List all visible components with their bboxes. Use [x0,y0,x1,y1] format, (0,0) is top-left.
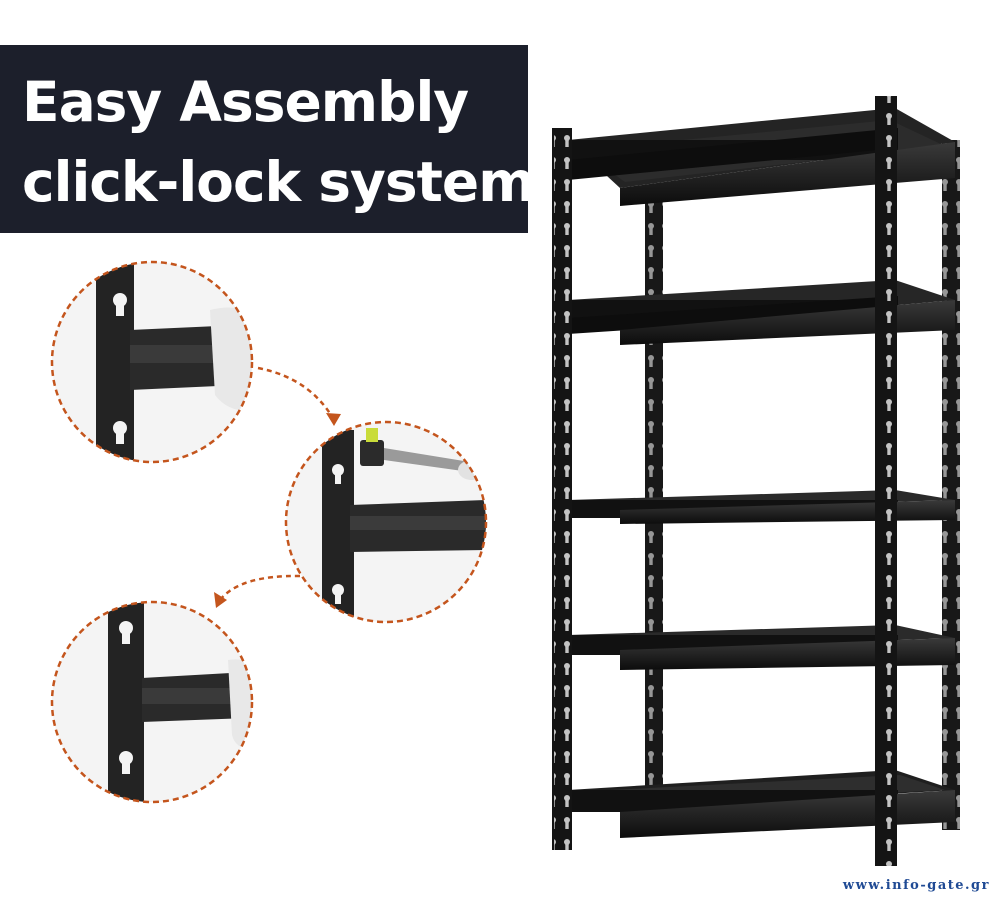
rear-uprights [645,140,960,830]
shelf-1 [568,108,955,206]
headline-banner [0,45,528,233]
assembly-arrows [219,366,336,601]
detail-circle-3 [50,600,254,804]
gloved-hand-icon-2 [228,659,252,751]
detail-circle-2 [284,420,488,624]
gloved-hand-icon [210,307,252,411]
detail-circle-1 [50,260,254,464]
front-uprights [552,96,897,866]
watermark: www.info-gate.gr [842,878,990,893]
shelf-3 [568,490,955,524]
shelf-5 [568,770,955,838]
shelf-4 [568,625,955,670]
arrow-head-2 [214,592,227,608]
headline-line-2: click-lock system [22,150,536,214]
headline-line-1: Easy Assembly [22,70,469,134]
shelving-unit [552,96,960,866]
shelf-2 [568,280,955,345]
headline: Easy Assembly click-lock system [22,62,536,222]
arrow-head-1 [326,413,341,426]
